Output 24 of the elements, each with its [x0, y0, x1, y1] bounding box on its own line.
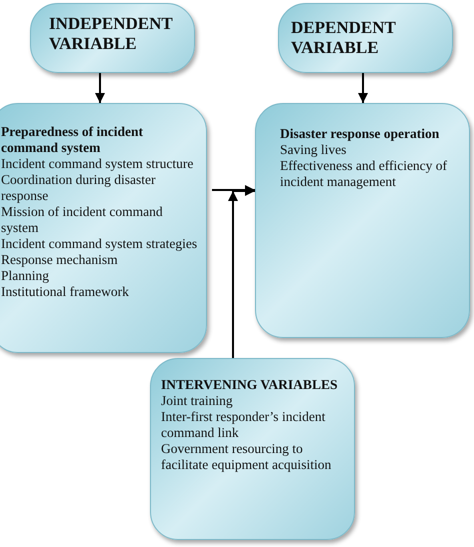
list-item: Effectiveness and efficiency of incident management	[280, 158, 448, 190]
content-box	[150, 358, 355, 540]
box-heading: Preparedness of incident command system	[1, 124, 144, 156]
box-heading: INDEPENDENT VARIABLE	[49, 14, 174, 54]
list-item: Response mechanism	[1, 252, 119, 268]
list-item: Coordination during disaster response	[1, 172, 156, 204]
list-item: Inter-first responder’s incident command link	[161, 409, 326, 441]
list-item: Joint training	[161, 393, 234, 409]
list-item: Saving lives	[280, 142, 348, 158]
box-heading: Disaster response operation	[280, 126, 440, 142]
list-item: Planning	[1, 268, 50, 284]
content-box	[0, 103, 207, 353]
list-item: Government resourcing to facilitate equipment acquisition	[161, 441, 332, 473]
list-item: Institutional framework	[1, 284, 130, 300]
arrow	[95, 73, 105, 103]
list-item: Mission of incident command system	[1, 204, 164, 236]
box-heading: DEPENDENT VARIABLE	[291, 18, 397, 58]
box-heading: INTERVENING VARIABLES	[161, 377, 338, 393]
heading-box	[30, 3, 195, 73]
heading-box	[278, 3, 453, 73]
content-box	[255, 103, 470, 338]
list-item: Incident command system structure	[1, 156, 194, 172]
list-item: Incident command system strategies	[1, 236, 198, 252]
arrow	[358, 73, 368, 103]
